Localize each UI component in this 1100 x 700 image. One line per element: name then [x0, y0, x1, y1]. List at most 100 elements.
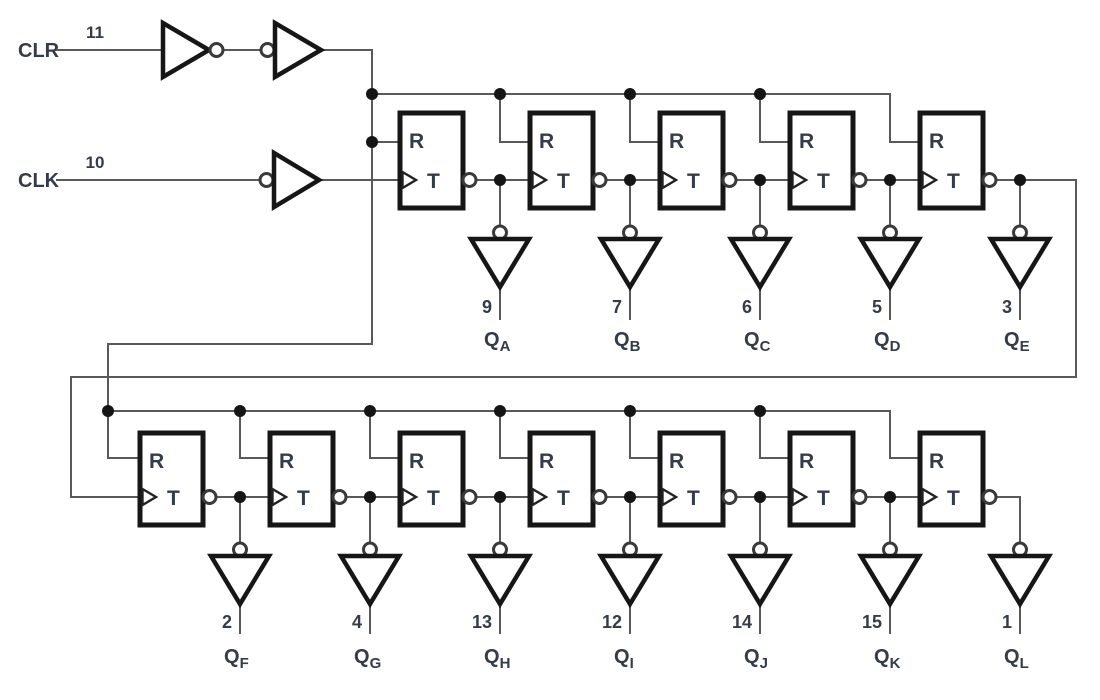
- output-label: QA: [484, 329, 511, 355]
- ff-body: [267, 430, 336, 528]
- output-label: QH: [484, 646, 510, 672]
- clock-chevron-icon: [271, 486, 289, 508]
- flip-flop-K: RT: [787, 430, 868, 528]
- ff-body: [787, 110, 856, 211]
- ff-toggle-label: T: [817, 487, 830, 510]
- junction-dot: [1014, 174, 1026, 186]
- output-buffer-E: 3QE: [987, 224, 1053, 355]
- flip-flop-I: RT: [527, 430, 608, 528]
- output-buffer-F: 2QF: [207, 541, 273, 672]
- output-pin-number: 9: [482, 297, 492, 317]
- ff-body: [657, 110, 726, 211]
- output-label: QE: [1004, 329, 1030, 355]
- clk-input-label: CLK: [18, 170, 60, 192]
- junction-dot: [624, 88, 636, 100]
- output-label: QD: [874, 329, 901, 355]
- clock-chevron-icon: [791, 486, 809, 508]
- inverter-icon: [857, 553, 923, 609]
- inverter-icon: [467, 553, 533, 609]
- output-pin-number: 14: [732, 612, 752, 632]
- inverter-icon: [857, 236, 923, 292]
- ff-output-bubble-icon: [721, 172, 738, 188]
- clock-chevron-icon: [531, 169, 549, 191]
- junction-dot: [884, 174, 896, 186]
- output-label: QK: [874, 646, 901, 672]
- junction-dot: [234, 491, 246, 503]
- ff-output-bubble-icon: [851, 172, 868, 188]
- buffer-icon: [271, 149, 324, 211]
- junction-dot: [754, 174, 766, 186]
- ff-toggle-label: T: [427, 170, 440, 193]
- ff-output-bubble-icon: [461, 489, 478, 505]
- row2-reset-tap: [629, 411, 660, 459]
- output-label: QJ: [744, 646, 768, 672]
- clock-chevron-icon: [401, 486, 419, 508]
- junction-dot: [624, 405, 636, 417]
- inverter-bubble-icon: [258, 172, 275, 188]
- output-buffer-C: 6QC: [727, 224, 793, 355]
- output-label: QB: [614, 329, 641, 355]
- output-pin-number: 5: [872, 297, 882, 317]
- output-pin-number: 1: [1002, 612, 1012, 632]
- ff-reset-label: R: [279, 450, 294, 473]
- ff-toggle-label: T: [557, 170, 570, 193]
- ff-reset-label: R: [669, 450, 684, 473]
- clock-chevron-icon: [661, 169, 679, 191]
- ff-output-bubble-icon: [591, 489, 608, 505]
- ff-output-bubble-icon: [981, 489, 998, 505]
- clk-gate: [258, 149, 324, 211]
- ff-reset-label: R: [669, 130, 684, 153]
- ff-body: [917, 430, 986, 528]
- inverter-icon: [727, 553, 793, 609]
- ff-body: [917, 110, 986, 211]
- inverter-icon: [207, 553, 273, 609]
- flip-flop-C: RT: [657, 110, 738, 211]
- ff-reset-label: R: [409, 450, 424, 473]
- junction-dot: [366, 136, 378, 148]
- ff-toggle-label: T: [817, 170, 830, 193]
- ff-body: [527, 110, 596, 211]
- junction-dot: [234, 405, 246, 417]
- flip-flop-L: RT: [917, 430, 998, 528]
- junction-dot: [754, 491, 766, 503]
- inverter-bubble-icon: [208, 42, 225, 58]
- ff-toggle-label: T: [167, 487, 180, 510]
- output-pin-number: 12: [602, 612, 622, 632]
- clock-chevron-icon: [531, 486, 549, 508]
- output-label: QG: [354, 646, 381, 672]
- row1-reset-tap: [629, 94, 660, 143]
- clr-pin-number: 11: [86, 23, 104, 42]
- inverter-bubble-icon: [259, 42, 276, 58]
- inverter-icon: [987, 553, 1053, 609]
- row2-reset-tap: [239, 411, 270, 459]
- ff-body: [397, 110, 466, 211]
- output-label: QL: [1004, 646, 1029, 672]
- junction-dot: [754, 88, 766, 100]
- ff-output-bubble-icon: [331, 489, 348, 505]
- clr-input-label: CLR: [18, 40, 60, 62]
- ff-body: [137, 430, 206, 528]
- row1-reset-tap: [759, 94, 790, 143]
- buffer-icon: [272, 19, 326, 81]
- output-pin-number: 3: [1002, 297, 1012, 317]
- ff-body: [397, 430, 466, 528]
- output-buffer-D: 5QD: [857, 224, 923, 355]
- ff-output-bubble-icon: [591, 172, 608, 188]
- ff-output-bubble-icon: [201, 489, 218, 505]
- ff-body: [657, 430, 726, 528]
- row1-reset-tap: [499, 94, 530, 143]
- clr-input-wire: [56, 49, 373, 459]
- inverter-icon: [597, 236, 663, 292]
- flip-flop-B: RT: [527, 110, 608, 211]
- inverter-icon: [160, 19, 214, 81]
- junction-dot: [494, 174, 506, 186]
- junction-dot: [624, 174, 636, 186]
- output-buffer-B: 7QB: [597, 224, 663, 355]
- ff-toggle-label: T: [947, 487, 960, 510]
- inverter-icon: [337, 553, 403, 609]
- flip-flop-E: RT: [917, 110, 998, 211]
- output-buffer-G: 4QG: [337, 541, 403, 672]
